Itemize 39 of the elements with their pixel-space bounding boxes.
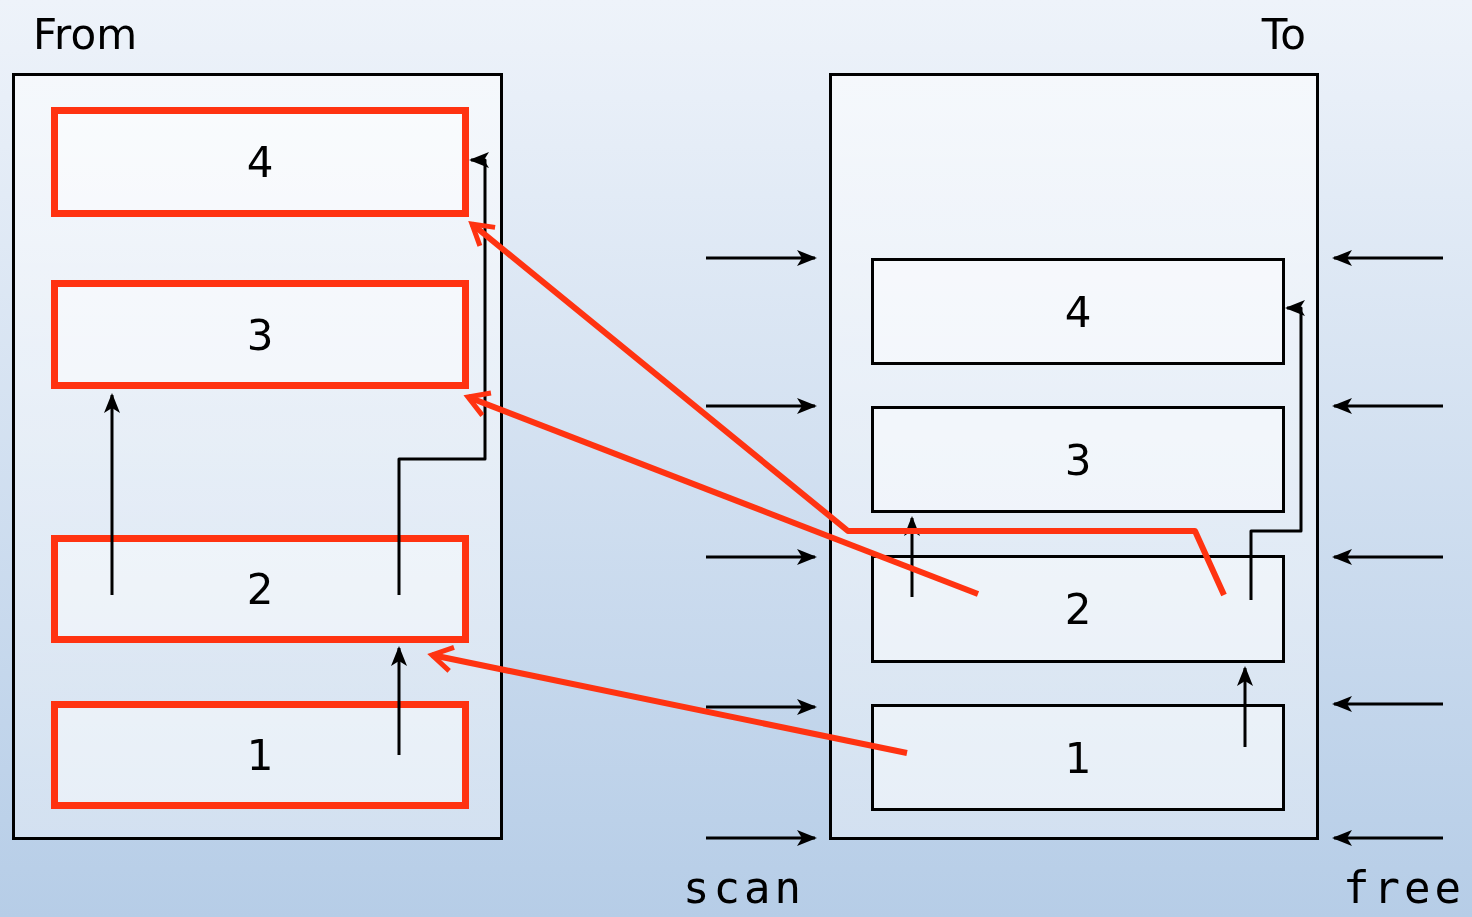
pointer-arrow	[706, 398, 817, 414]
space-title: From	[33, 10, 138, 59]
arrow	[397, 152, 489, 595]
pointer-arrow	[1332, 830, 1443, 846]
pointer-arrow	[1332, 398, 1443, 414]
arrow	[904, 516, 920, 597]
object-label: 1	[1064, 733, 1092, 782]
pointer-label: scan	[683, 862, 805, 913]
space-title: To	[1261, 10, 1306, 59]
object-box	[51, 535, 469, 643]
arrow	[429, 644, 908, 756]
object-box	[871, 704, 1285, 811]
arrow	[104, 393, 120, 595]
object-box	[51, 701, 469, 809]
pointer-arrow	[706, 549, 817, 565]
object-box	[51, 280, 469, 389]
object-label: 2	[1064, 584, 1092, 634]
object-label: 3	[1064, 435, 1092, 484]
arrow	[1249, 300, 1305, 600]
object-label: 4	[246, 137, 274, 187]
arrow	[391, 646, 407, 755]
pointer-arrow	[706, 250, 817, 266]
object-label: 1	[246, 730, 274, 780]
pointer-arrow	[1332, 696, 1443, 712]
object-label: 3	[246, 310, 274, 359]
pointer-label: free	[1343, 862, 1465, 913]
pointer-arrow	[706, 699, 817, 715]
arrow	[465, 390, 980, 597]
pointer-arrow	[706, 830, 817, 846]
arrow	[469, 221, 1227, 597]
pointer-arrow	[1332, 549, 1443, 565]
object-box	[51, 107, 469, 217]
object-label: 4	[1064, 287, 1092, 336]
object-box	[871, 258, 1285, 365]
object-box	[871, 555, 1285, 663]
arrow	[1237, 666, 1253, 747]
object-label: 2	[246, 564, 274, 614]
object-box	[871, 406, 1285, 513]
pointer-arrow	[1332, 250, 1443, 266]
